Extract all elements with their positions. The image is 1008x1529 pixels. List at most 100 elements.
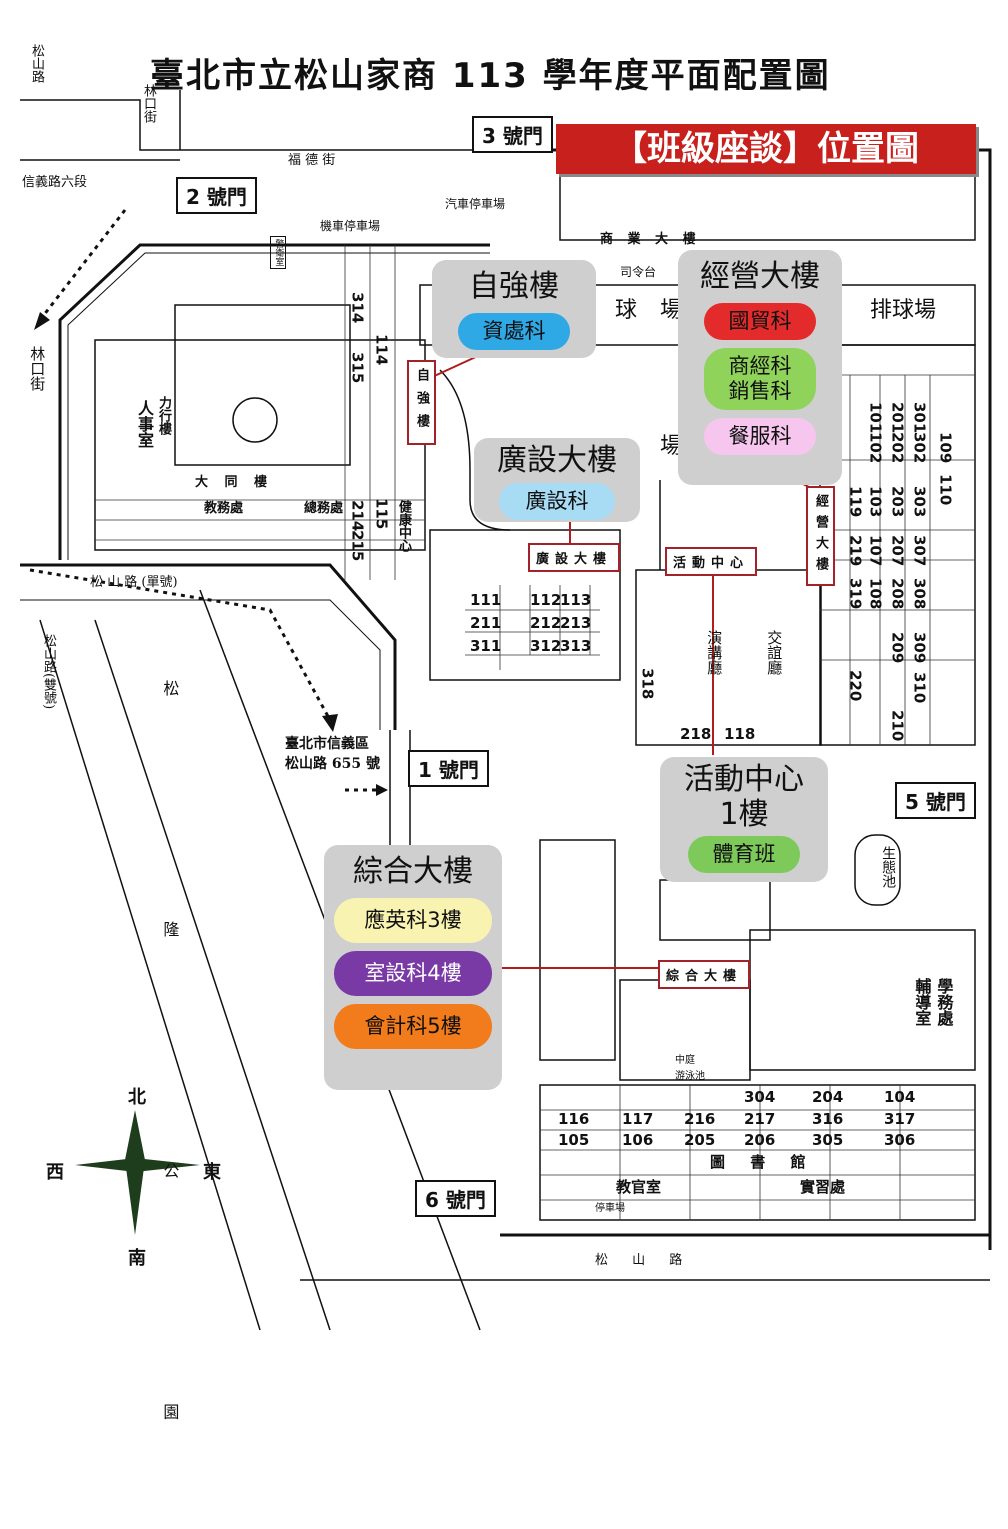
office-practice: 實習處 [800,1178,846,1196]
pill-jingying-1: 商經科 銷售科 [704,347,816,411]
area-reception: 司令台 [620,265,657,279]
room-101: 101 [866,402,885,434]
office-teaching: 教務處 [204,501,244,516]
compass-north: 北 [128,1087,146,1108]
room-307: 307 [910,535,929,567]
road-xinyi: 信義路六段 [22,175,88,190]
room-117: 117 [622,1110,654,1128]
area-ecology: 生態池 [880,846,897,888]
callout-jingying-title: 經營大樓 [700,259,820,294]
pill-jingying-0: 國貿科 [704,302,816,340]
area-datong: 大 同 樓 [195,475,274,490]
room-204: 204 [812,1088,844,1106]
tag-ziqiang: 自強樓 [407,360,436,445]
area-guard: 警衛室 [270,236,287,269]
road-linkou: 林口街 [140,84,156,123]
room-115: 115 [372,498,391,530]
road-songshan-bottom: 松 山 路 [595,1253,693,1268]
road-songshan-single: 松 山 路 (單號) [90,575,178,590]
room-112: 112 [530,591,562,609]
room-107: 107 [866,535,885,567]
room-303: 303 [910,486,929,518]
page-title: 臺北市立松山家商 113 學年度平面配置圖 [150,56,831,96]
pill-guangshe-0: 廣設科 [499,482,615,520]
pill-zonghe-1: 室設科4樓 [334,950,492,996]
school-address: 臺北市信義區 松山路 655 號 [285,736,380,772]
area-social: 交誼廳 [765,630,784,675]
pill-jingying-2: 餐服科 [704,418,816,456]
room-202: 202 [888,432,907,464]
room-104: 104 [884,1088,916,1106]
room-113: 113 [560,591,592,609]
room-317: 317 [884,1110,916,1128]
gate-3: 3 號門 [472,116,553,153]
room-106: 106 [622,1131,654,1149]
area-pool: 游泳池 [675,1071,705,1082]
room-116: 116 [558,1110,590,1128]
room-203: 203 [888,486,907,518]
room-315: 315 [348,352,367,384]
callout-ziqiang: 自強樓 資處科 [432,260,596,358]
area-lixing: 力行樓 [155,396,171,435]
callout-guangshe-title: 廣設大樓 [497,443,617,478]
area-moto-parking: 機車停車場 [320,219,381,233]
room-215: 215 [348,530,367,562]
room-105: 105 [558,1131,590,1149]
room-108: 108 [866,578,885,610]
room-312: 312 [530,637,562,655]
tag-guangshe: 廣設大樓 [528,543,621,572]
room-212: 212 [530,614,562,632]
room-102: 102 [866,432,885,464]
area-lecture: 演講廳 [705,630,724,675]
callout-activity-title: 活動中心 1樓 [684,762,804,832]
area-commerce: 商 業 大 樓 [600,232,701,247]
room-308: 308 [910,578,929,610]
room-110: 110 [936,474,955,506]
pill-zonghe-2: 會計科5樓 [334,1003,492,1050]
gate-1: 1 號門 [408,750,489,787]
room-313: 313 [560,637,592,655]
room-201: 201 [888,402,907,434]
callout-guangshe: 廣設大樓 廣設科 [474,438,640,522]
room-209: 209 [888,632,907,664]
room-302: 302 [910,432,929,464]
callout-zonghe-title: 綜合大樓 [353,854,473,889]
room-218: 218 [680,725,712,743]
room-314: 314 [348,292,367,324]
room-305: 305 [812,1131,844,1149]
area-volleyball: 排球場 [870,298,937,323]
road-songshan-double: 松山路(雙號) [40,634,56,710]
tag-activity: 活動中心 [665,547,758,576]
callout-ziqiang-title: 自強樓 [469,269,559,304]
callout-activity: 活動中心 1樓 體育班 [660,757,828,882]
gate-6: 6 號門 [415,1180,496,1217]
room-205: 205 [684,1131,716,1149]
room-216: 216 [684,1110,716,1128]
room-213: 213 [560,614,592,632]
room-304: 304 [744,1088,776,1106]
banner: 【班級座談】位置圖 [556,124,976,174]
office-personnel: 人事室 [135,400,154,448]
tag-jingying: 經營大樓 [806,486,835,586]
office-military: 教官室 [616,1178,662,1196]
room-214: 214 [348,500,367,532]
room-119: 119 [846,486,865,518]
compass-south: 南 [128,1248,146,1269]
room-109: 109 [936,432,955,464]
room-318: 318 [638,668,657,700]
room-207: 207 [888,535,907,567]
room-319: 319 [846,578,865,610]
pill-activity-0: 體育班 [688,836,800,874]
area-parking-lot: 停車場 [595,1203,625,1214]
room-220: 220 [846,670,865,702]
pill-zonghe-0: 應英科3樓 [334,897,492,943]
room-306: 306 [884,1131,916,1149]
gate-2: 2 號門 [176,177,257,214]
tag-zonghe: 綜合大樓 [658,960,751,989]
room-206: 206 [744,1131,776,1149]
room-111: 111 [470,591,502,609]
area-car-parking: 汽車停車場 [445,197,506,211]
room-210: 210 [888,710,907,742]
office-counsel: 輔導室 [912,978,932,1026]
office-health: 健康中心 [395,500,411,552]
